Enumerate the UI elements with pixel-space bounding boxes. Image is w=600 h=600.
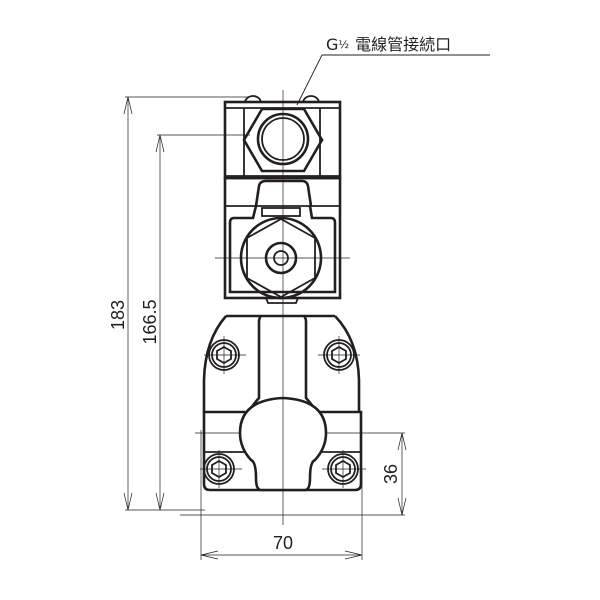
valve-body — [200, 90, 366, 525]
dimension-value: 36 — [381, 464, 401, 484]
bolt-upper-left — [204, 336, 246, 374]
dimension-height-to-port: 166.5 — [140, 134, 250, 511]
neck-outline — [254, 179, 313, 207]
bracket-right-curve — [334, 315, 361, 412]
bolt-lower-right — [322, 450, 366, 488]
bolt-lower-left — [200, 450, 242, 488]
dimension-value: 166.5 — [140, 299, 160, 344]
hex-nut-icon — [242, 107, 324, 173]
nameplate-slot — [261, 207, 301, 217]
arrow-down-icon — [397, 497, 407, 516]
manual-override-housing — [228, 205, 337, 294]
dimension-mount-height: 36 — [180, 432, 407, 516]
arrow-up-icon — [155, 134, 165, 153]
bracket-left-curve — [202, 315, 227, 412]
mounting-bracket — [202, 314, 361, 421]
base-outline — [202, 410, 363, 492]
dimension-value: 70 — [273, 533, 293, 553]
screw-cap-icon — [244, 95, 262, 104]
middle-body-outline — [223, 176, 342, 300]
arrow-down-icon — [155, 492, 165, 511]
arrow-up-icon — [123, 96, 133, 115]
arrow-right-icon — [344, 550, 363, 560]
leader-line — [296, 54, 323, 106]
coil-housing — [223, 95, 342, 180]
bolt-upper-right — [318, 336, 360, 374]
arrow-up-icon — [397, 432, 407, 451]
knob-base — [265, 297, 299, 304]
middle-body — [223, 176, 342, 304]
dimension-value: 183 — [108, 300, 128, 330]
arrow-left-icon — [200, 550, 219, 560]
dimension-overall-height: 183 — [108, 96, 250, 511]
screw-cap-icon — [302, 95, 320, 104]
knob-hex-icon — [246, 217, 316, 299]
arrow-down-icon — [123, 492, 133, 511]
